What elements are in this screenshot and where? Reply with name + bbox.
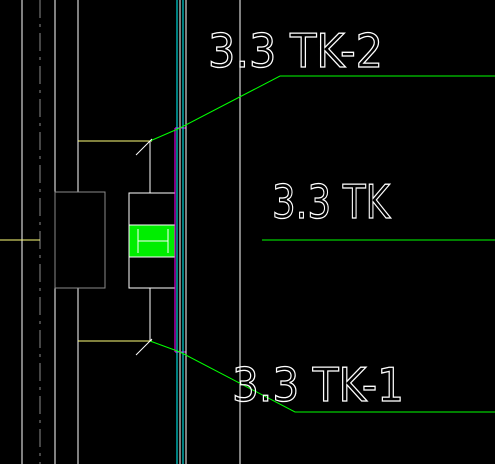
- tick-bottom: [135, 338, 153, 356]
- label-tk1: 3.3 TK-1: [232, 358, 404, 412]
- label-tk2: 3.3 TK-2: [208, 24, 383, 78]
- tick-top: [135, 138, 153, 156]
- yellow-brackets: [78, 140, 152, 342]
- steel-member: [128, 192, 176, 289]
- vertical-guide-lines: [176, 0, 241, 464]
- leader-tk1: [149, 340, 495, 413]
- leader-tk2: [149, 75, 495, 142]
- leader-ticks: [135, 138, 153, 356]
- label-tk: 3.3 TK: [272, 175, 391, 229]
- wall-block: [54, 191, 106, 289]
- leader-lines: [149, 75, 495, 413]
- block-outline: [54, 191, 106, 289]
